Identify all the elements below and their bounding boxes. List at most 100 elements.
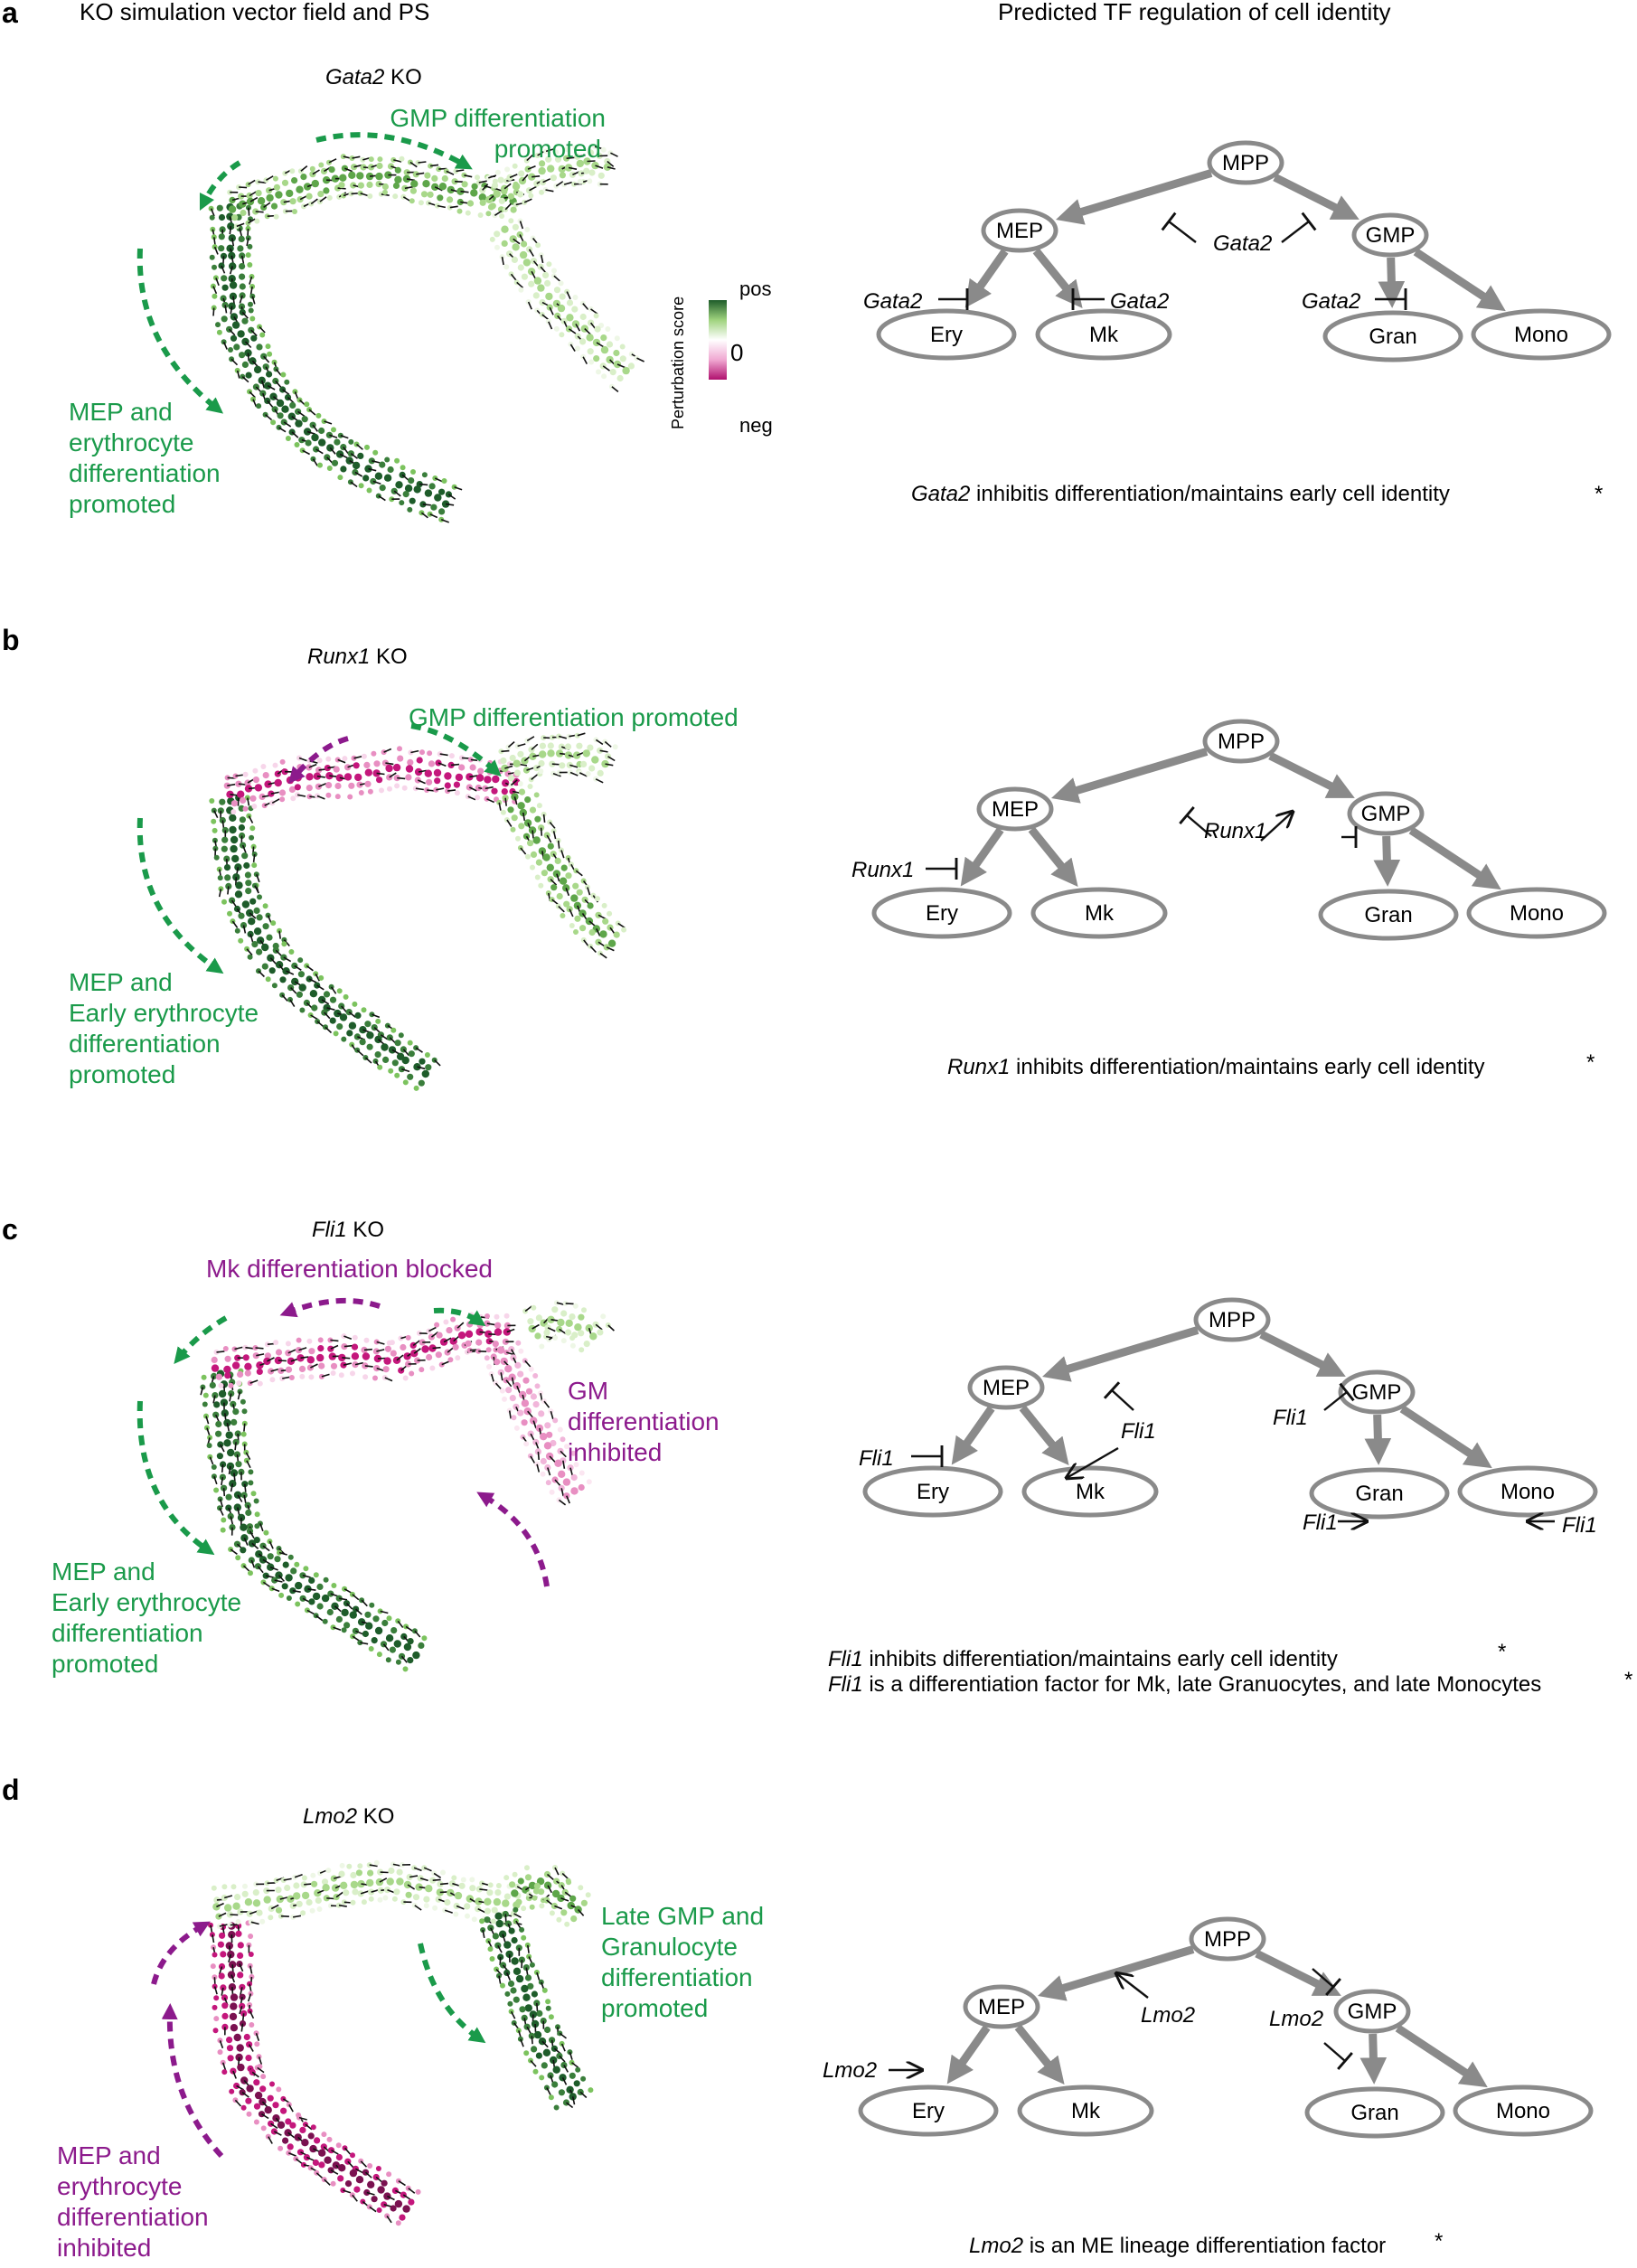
cell-dot: [377, 1064, 383, 1070]
panel-letter: b: [2, 624, 20, 656]
cell-dot: [299, 1373, 306, 1379]
inhibition-line: [1323, 2042, 1353, 2071]
velocity-vector: [249, 391, 256, 399]
cell-dot: [408, 1050, 415, 1058]
velocity-vector: [343, 2189, 352, 2194]
cell-dot: [510, 206, 517, 213]
cell-dot: [531, 1990, 539, 1998]
lineage-edge: [1056, 169, 1213, 225]
cell-dot: [263, 1357, 271, 1366]
cell-dot: [413, 485, 421, 494]
velocity-vector: [271, 798, 280, 804]
cell-dot: [375, 1018, 381, 1024]
velocity-vector: [300, 165, 308, 172]
velocity-vector: [607, 166, 616, 170]
velocity-vector: [507, 740, 515, 748]
cell-dot: [313, 1572, 319, 1578]
cell-dot: [306, 785, 313, 792]
cell-dot: [389, 1340, 395, 1346]
cell-dot: [484, 1907, 492, 1915]
cell-dot: [432, 1905, 438, 1911]
velocity-vector: [536, 1972, 541, 1981]
cell-dot: [407, 1638, 414, 1645]
cell-dot: [515, 1974, 524, 1983]
cell-dot: [430, 503, 437, 511]
velocity-vector: [261, 2113, 269, 2120]
cell-dot: [559, 172, 567, 179]
velocity-vector: [397, 776, 406, 780]
velocity-vector: [278, 1360, 287, 1362]
velocity-vector: [559, 2055, 566, 2063]
velocity-vector: [248, 179, 256, 185]
cell-dot: [572, 295, 579, 300]
cell-dot: [373, 1859, 380, 1866]
node-mpp: [1202, 719, 1280, 764]
velocity-vector: [391, 1049, 400, 1055]
lineage-edge: [1378, 257, 1406, 308]
cell-dot: [412, 1894, 420, 1901]
cell-dot: [395, 2220, 401, 2226]
cell-dot: [553, 2104, 560, 2111]
cell-dot: [564, 146, 570, 153]
cell-dot: [348, 782, 355, 789]
cell-dot: [230, 809, 237, 815]
velocity-vector: [221, 2062, 227, 2071]
cell-dot: [418, 200, 424, 206]
velocity-vector: [501, 256, 504, 266]
cell-dot: [314, 2137, 321, 2144]
cell-dot: [242, 805, 249, 812]
cell-dot: [427, 191, 434, 198]
panel-letter: a: [2, 0, 18, 29]
cell-dot: [362, 1352, 371, 1360]
cell-dot: [281, 405, 289, 413]
velocity-vector: [268, 1540, 274, 1549]
cell-dot: [329, 1017, 336, 1024]
velocity-vector: [467, 795, 476, 801]
cell-dot: [271, 983, 278, 989]
cell-dot: [585, 1892, 591, 1898]
cell-dot: [230, 1993, 239, 2001]
cell-dot: [228, 347, 233, 353]
velocity-vector: [249, 191, 258, 197]
cell-dot: [576, 159, 584, 168]
cell-dot: [487, 1925, 494, 1932]
cell-dot: [343, 993, 349, 1000]
cell-dot: [316, 758, 323, 764]
cell-dot: [289, 168, 296, 174]
cell-dot: [386, 2171, 392, 2178]
velocity-vector: [231, 920, 239, 928]
velocity-vector: [389, 772, 397, 778]
velocity-vector: [379, 1877, 388, 1883]
cell-dot: [249, 898, 257, 905]
velocity-vector: [364, 1057, 372, 1064]
velocity-vector: [230, 358, 239, 366]
node-mk: [1035, 308, 1172, 361]
cell-dot: [517, 191, 524, 198]
cell-dot: [583, 167, 590, 174]
cell-dot: [374, 472, 383, 480]
velocity-vector: [376, 772, 385, 776]
cell-dot: [279, 976, 287, 983]
velocity-vector: [213, 1476, 218, 1485]
activation-arrow: [1067, 1446, 1119, 1478]
cell-dot: [323, 187, 330, 194]
cell-dot: [545, 1480, 551, 1486]
cell-dot: [559, 877, 568, 885]
cell-dot: [285, 2118, 292, 2125]
cell-dot: [389, 1646, 396, 1653]
velocity-vector: [300, 1356, 309, 1360]
node-gmp: [1347, 791, 1425, 836]
cell-dot: [587, 902, 594, 909]
colorbar-legend: pos 0 neg Perturbation score: [669, 278, 773, 437]
velocity-vector: [249, 196, 259, 202]
cell-dot: [558, 280, 564, 287]
cell-dot: [331, 459, 339, 466]
velocity-vector: [294, 965, 302, 971]
cell-dot: [267, 351, 273, 357]
velocity-vector: [342, 1357, 351, 1360]
velocity-vector: [404, 185, 413, 190]
cell-dot: [402, 491, 409, 498]
cell-dot: [511, 1889, 519, 1897]
velocity-vector: [240, 1987, 243, 1996]
